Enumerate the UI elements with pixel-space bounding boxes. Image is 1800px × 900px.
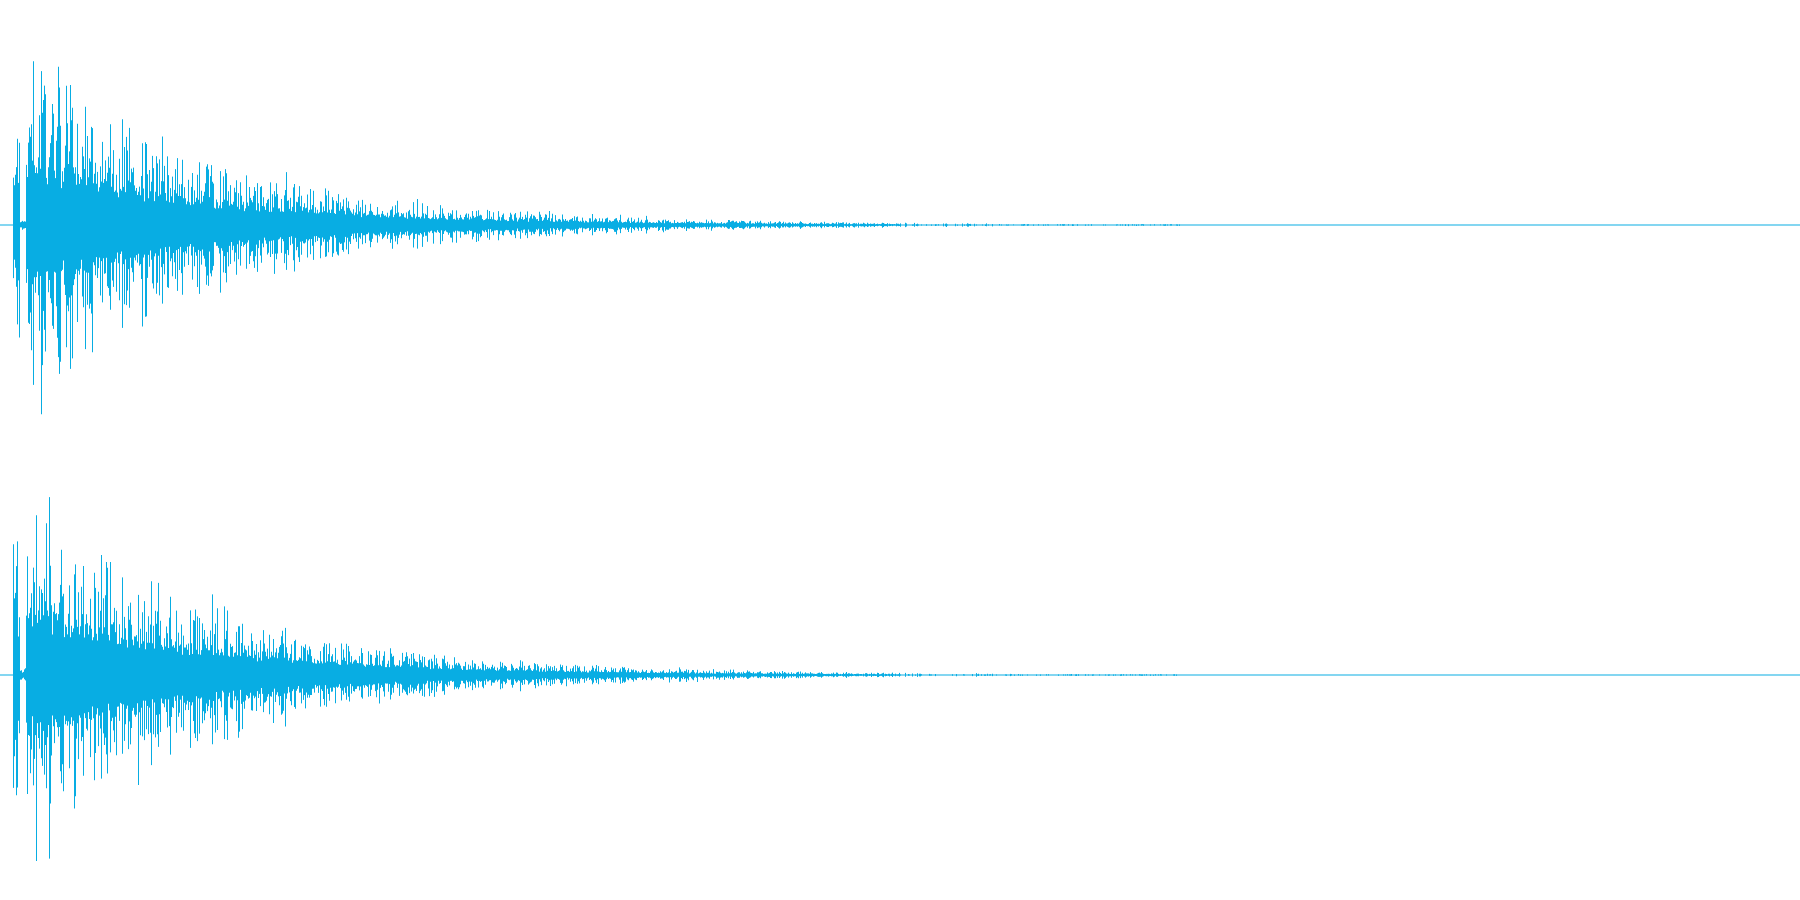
waveform-samples — [13, 61, 1180, 415]
waveform-channel-right — [0, 497, 1800, 861]
waveform-channel-left — [0, 61, 1800, 415]
waveform-samples — [13, 497, 1177, 861]
